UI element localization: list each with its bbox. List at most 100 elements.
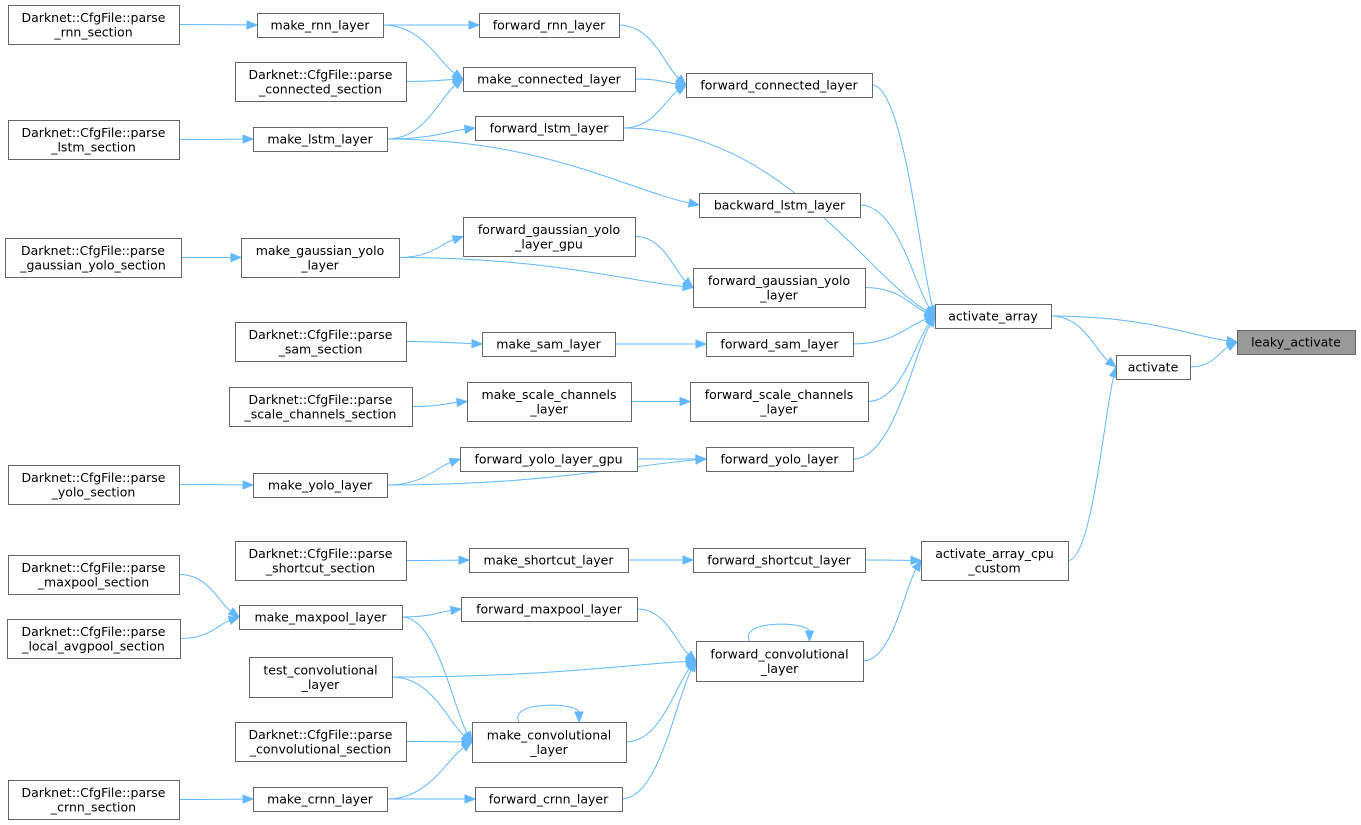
node-box [249, 657, 393, 698]
node-label: backward_lstm_layer [714, 198, 846, 213]
node-parse-local-avgpool-section[interactable]: Darknet::CfgFile::parse_local_avgpool_se… [7, 619, 181, 659]
node-parse-shortcut-section[interactable]: Darknet::CfgFile::parse_shortcut_section [235, 541, 407, 581]
node-label: forward_yolo_layer_gpu [475, 452, 623, 467]
node-parse-convolutional-section[interactable]: Darknet::CfgFile::parse_convolutional_se… [235, 722, 407, 762]
node-label: _layer [529, 742, 568, 757]
arrowhead-icon [451, 78, 465, 90]
arrowhead-icon [674, 84, 688, 95]
node-backward-lstm-layer[interactable]: backward_lstm_layer [699, 193, 861, 218]
node-make-rnn-layer[interactable]: make_rnn_layer [257, 13, 384, 38]
edge-make-convolutional-layer-to-make-convolutional-layer [517, 704, 584, 724]
node-label: forward_yolo_layer [721, 452, 840, 467]
arrowhead-icon [242, 480, 255, 490]
node-make-lstm-layer[interactable]: make_lstm_layer [253, 127, 388, 152]
node-box [693, 548, 866, 573]
arrowhead-icon [679, 396, 692, 407]
edge-make-lstm-layer-to-backward-lstm-layer [386, 138, 701, 208]
node-forward-scale-channels-layer[interactable]: forward_scale_channels_layer [690, 382, 869, 422]
node-parse-gaussian-yolo-section[interactable]: Darknet::CfgFile::parse_gaussian_yolo_se… [5, 238, 182, 278]
node-label: _shortcut_section [265, 560, 375, 575]
node-label: _maxpool_section [37, 574, 149, 589]
edge-activate-array-to-activate [1050, 315, 1118, 368]
edge-make-lstm-layer-to-make-connected-layer [386, 78, 465, 140]
node-box [229, 387, 413, 427]
node-make-scale-channels-layer[interactable]: make_scale_channels_layer [467, 382, 632, 422]
node-label: _scale_channels_section [244, 406, 397, 421]
node-box [239, 605, 403, 630]
node-make-crnn-layer[interactable]: make_crnn_layer [253, 787, 388, 812]
node-label: forward_maxpool_layer [476, 602, 623, 617]
node-label: forward_lstm_layer [490, 121, 610, 136]
node-box [690, 382, 869, 422]
node-parse-yolo-section[interactable]: Darknet::CfgFile::parse_yolo_section [8, 465, 180, 505]
node-make-gaussian-yolo-layer[interactable]: make_gaussian_yolo_layer [241, 238, 400, 278]
edge-make-scale-channels-layer-to-forward-scale-channels-layer [631, 396, 692, 407]
node-label: Darknet::CfgFile::parse [22, 785, 166, 800]
node-forward-lstm-layer[interactable]: forward_lstm_layer [475, 116, 624, 141]
node-box [8, 5, 180, 45]
node-parse-connected-section[interactable]: Darknet::CfgFile::parse_connected_sectio… [235, 62, 407, 102]
arrowhead-icon [242, 134, 255, 144]
node-box [235, 722, 407, 762]
node-forward-maxpool-layer[interactable]: forward_maxpool_layer [461, 597, 638, 622]
edge-forward-gaussian-yolo-layer-gpu-to-forward-gaussian-yolo-layer [634, 236, 695, 289]
edge-parse-sam-section-to-make-sam-layer [405, 338, 484, 349]
node-box [8, 465, 180, 505]
node-make-yolo-layer[interactable]: make_yolo_layer [253, 473, 388, 498]
edge-parse-gaussian-yolo-section-to-make-gaussian-yolo-layer [181, 252, 243, 263]
node-activate-array[interactable]: activate_array [935, 304, 1052, 329]
node-parse-lstm-section[interactable]: Darknet::CfgFile::parse_lstm_section [8, 120, 180, 160]
node-label: _yolo_section [51, 484, 136, 499]
node-leaky-activate[interactable]: leaky_activate [1237, 330, 1356, 355]
node-label: forward_sam_layer [720, 337, 839, 352]
node-parse-scale-channels-section[interactable]: Darknet::CfgFile::parse_scale_channels_s… [229, 387, 413, 427]
edge-line [867, 323, 930, 402]
node-forward-yolo-layer-gpu[interactable]: forward_yolo_layer_gpu [460, 447, 638, 472]
edge-parse-yolo-section-to-make-yolo-layer [178, 480, 255, 490]
node-label: make_maxpool_layer [254, 610, 387, 625]
node-make-shortcut-layer[interactable]: make_shortcut_layer [469, 548, 629, 573]
arrowhead-icon [230, 252, 243, 263]
node-test-convolutional-layer[interactable]: test_convolutional_layer [249, 657, 393, 698]
node-forward-gaussian-yolo-layer-gpu[interactable]: forward_gaussian_yolo_layer_gpu [463, 217, 636, 257]
edge-make-maxpool-layer-to-forward-maxpool-layer [401, 605, 463, 618]
node-forward-convolutional-layer[interactable]: forward_convolutional_layer [696, 641, 864, 682]
node-forward-yolo-layer[interactable]: forward_yolo_layer [706, 447, 854, 472]
arrowhead-icon [242, 794, 255, 804]
node-label: Darknet::CfgFile::parse [22, 624, 166, 639]
node-parse-sam-section[interactable]: Darknet::CfgFile::parse_sam_section [235, 322, 407, 362]
node-label: _layer [300, 257, 339, 272]
node-label: make_crnn_layer [267, 792, 374, 807]
edge-line [621, 669, 692, 800]
node-forward-gaussian-yolo-layer[interactable]: forward_gaussian_yolo_layer [693, 268, 866, 308]
node-forward-rnn-layer[interactable]: forward_rnn_layer [479, 13, 620, 38]
node-box [935, 304, 1052, 329]
arrowhead-icon [451, 235, 465, 245]
node-forward-connected-layer[interactable]: forward_connected_layer [686, 73, 873, 98]
arrowhead-icon [448, 458, 462, 467]
node-forward-shortcut-layer[interactable]: forward_shortcut_layer [693, 548, 866, 573]
edge-make-yolo-layer-to-forward-yolo-layer [386, 455, 708, 486]
node-parse-maxpool-section[interactable]: Darknet::CfgFile::parse_maxpool_section [8, 555, 180, 595]
node-make-maxpool-layer[interactable]: make_maxpool_layer [239, 605, 403, 630]
node-make-connected-layer[interactable]: make_connected_layer [463, 67, 636, 92]
node-label: leaky_activate [1251, 335, 1341, 350]
node-forward-crnn-layer[interactable]: forward_crnn_layer [475, 787, 623, 812]
edge-line [625, 668, 690, 743]
edge-activate-array-cpu-custom-to-activate [1067, 365, 1119, 561]
edge-forward-sam-layer-to-activate-array [852, 314, 937, 345]
node-forward-sam-layer[interactable]: forward_sam_layer [706, 332, 854, 357]
node-activate-array-cpu-custom[interactable]: activate_array_cpu_custom [921, 541, 1069, 581]
edge-line [852, 324, 931, 460]
edge-parse-shortcut-section-to-make-shortcut-layer [405, 555, 471, 565]
edge-make-crnn-layer-to-forward-crnn-layer [386, 794, 477, 804]
node-activate[interactable]: activate [1116, 355, 1191, 380]
node-label: _connected_section [258, 81, 382, 96]
node-make-convolutional-layer[interactable]: make_convolutional_layer [472, 722, 627, 763]
node-parse-rnn-section[interactable]: Darknet::CfgFile::parse_rnn_section [8, 5, 180, 45]
node-make-sam-layer[interactable]: make_sam_layer [482, 332, 616, 357]
node-parse-crnn-section[interactable]: Darknet::CfgFile::parse_crnn_section [8, 780, 180, 820]
arrowhead-icon [910, 555, 923, 566]
node-label: make_lstm_layer [267, 132, 373, 147]
node-label: Darknet::CfgFile::parse [249, 727, 393, 742]
